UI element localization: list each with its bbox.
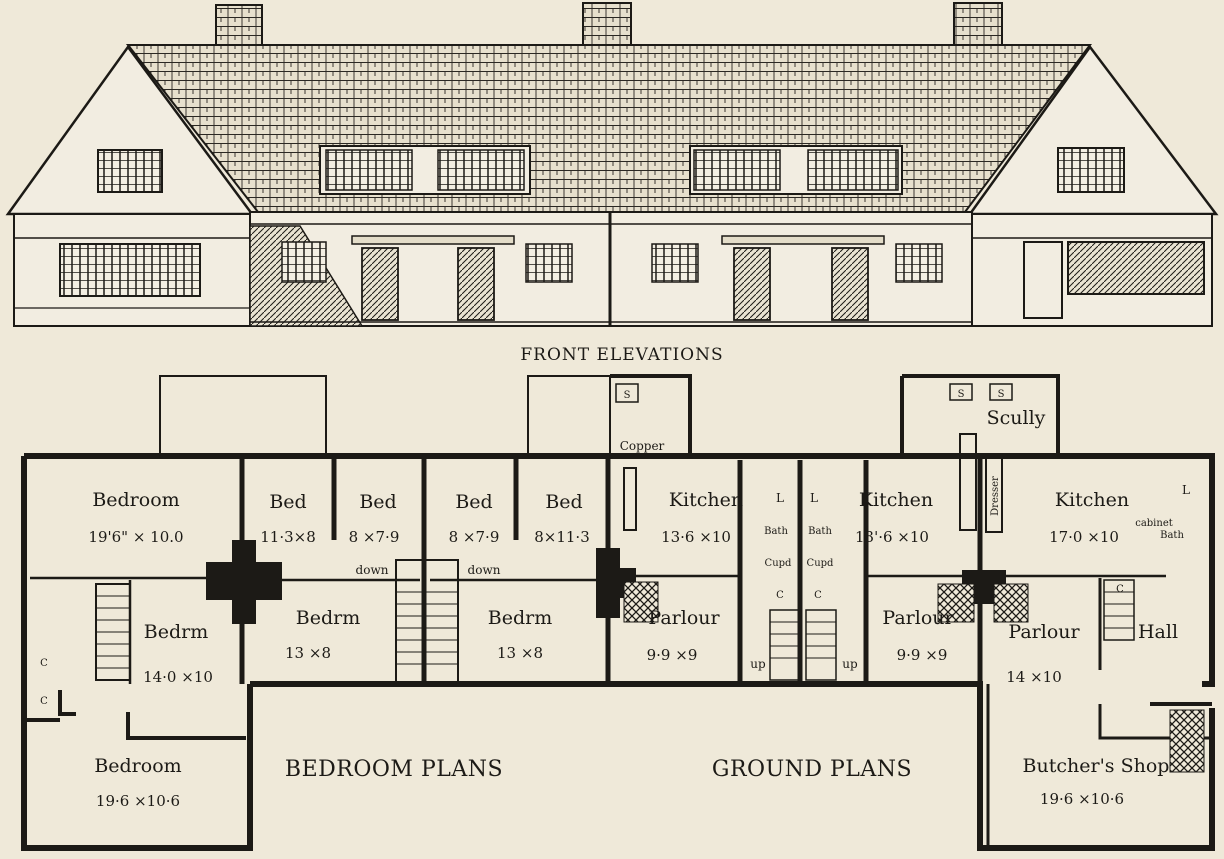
room-name-bed-1: Bed (269, 491, 306, 513)
label-cabinet-bath: Bath (1160, 530, 1184, 541)
room-dims-bedrm-mid-2: 13 ×8 (497, 644, 543, 662)
label-cupd-1: Cupd (765, 558, 792, 569)
front-doors (361, 247, 869, 321)
room-name-bed-2: Bed (359, 491, 396, 513)
label-bath-2: Bath (808, 526, 832, 537)
room-name-bed-3: Bed (455, 491, 492, 513)
room-dims-bedrm-left: 14·0 ×10 (143, 668, 213, 686)
room-name-bed-4: Bed (545, 491, 582, 513)
front-windows (281, 241, 943, 283)
room-name-butchers-shop: Butcher's Shop (1023, 755, 1170, 777)
room-dims-butchers-shop: 19·6 ×10·6 (1040, 790, 1124, 808)
label-c-1: C (40, 658, 48, 669)
label-s-1: S (624, 390, 631, 401)
room-dims-kitchen-2: 13'·6 ×10 (855, 528, 929, 546)
label-cabinet: cabinet (1135, 518, 1173, 529)
room-name-parlour-3: Parlour (1008, 621, 1080, 643)
label-l-3: L (1182, 483, 1190, 497)
room-dims-bed-2: 8 ×7·9 (349, 528, 400, 546)
label-down-1: down (356, 563, 389, 577)
right-gable (967, 44, 1219, 327)
room-name-kitchen-1: Kitchen (669, 489, 743, 511)
room-dims-bedroom-bottom: 19·6 ×10·6 (96, 792, 180, 810)
room-dims-bedrm-mid-1: 13 ×8 (285, 644, 331, 662)
room-name-bedrm-mid-2: Bedrm (488, 607, 552, 629)
room-dims-kitchen-1: 13·6 ×10 (661, 528, 731, 546)
room-dims-bedroom-top: 19'6" × 10.0 (88, 528, 183, 546)
porch-hoods (351, 235, 885, 245)
caption-bedroom-plans: BEDROOM PLANS (285, 757, 503, 782)
room-dims-parlour-1: 9·9 ×9 (647, 646, 698, 664)
label-up-2: up (842, 657, 858, 671)
floor-plans (21, 374, 1215, 851)
label-dresser: Dresser (990, 476, 1001, 516)
label-l-2: L (810, 491, 818, 505)
room-dims-parlour-2: 9·9 ×9 (897, 646, 948, 664)
label-down-2: down (468, 563, 501, 577)
label-c-3: C (776, 590, 784, 601)
room-name-bedroom-bottom: Bedroom (94, 755, 181, 777)
main-roof (125, 44, 1092, 213)
room-labels: Bedroom 19'6" × 10.0 Bed 11·3×8 Bed 8 ×7… (88, 407, 1178, 810)
label-c-4: C (814, 590, 822, 601)
label-c-2: C (40, 696, 48, 707)
room-dims-bed-3: 8 ×7·9 (449, 528, 500, 546)
room-dims-kitchen-3: 17·0 ×10 (1049, 528, 1119, 546)
label-bath-1: Bath (764, 526, 788, 537)
label-c-5: C (1116, 584, 1124, 595)
label-cupd-2: Cupd (807, 558, 834, 569)
room-name-kitchen-3: Kitchen (1055, 489, 1129, 511)
label-l-1: L (776, 491, 784, 505)
room-name-bedroom-top: Bedroom (92, 489, 179, 511)
caption-front-elevations: FRONT ELEVATIONS (520, 345, 723, 365)
label-copper: Copper (620, 439, 665, 453)
room-name-kitchen-2: Kitchen (859, 489, 933, 511)
dormers (319, 145, 903, 195)
room-dims-parlour-3: 14 ×10 (1006, 668, 1062, 686)
room-name-bedrm-mid-1: Bedrm (296, 607, 360, 629)
label-s-3: S (998, 389, 1005, 400)
left-gable (5, 44, 255, 327)
room-dims-bed-4: 8×11·3 (534, 528, 590, 546)
caption-ground-plans: GROUND PLANS (712, 757, 912, 782)
room-name-bedrm-left: Bedrm (144, 621, 208, 643)
room-dims-bed-1: 11·3×8 (260, 528, 316, 546)
room-name-parlour-2: Parlour (882, 607, 954, 629)
room-name-scully: Scully (987, 407, 1046, 429)
label-up-1: up (750, 657, 766, 671)
fitting-labels: Copper Bath Bath Cupd Cupd Dresser cabin… (40, 389, 1190, 707)
label-s-2: S (958, 389, 965, 400)
room-name-parlour-1: Parlour (648, 607, 720, 629)
front-elevation (5, 2, 1219, 327)
room-name-hall: Hall (1138, 621, 1178, 643)
